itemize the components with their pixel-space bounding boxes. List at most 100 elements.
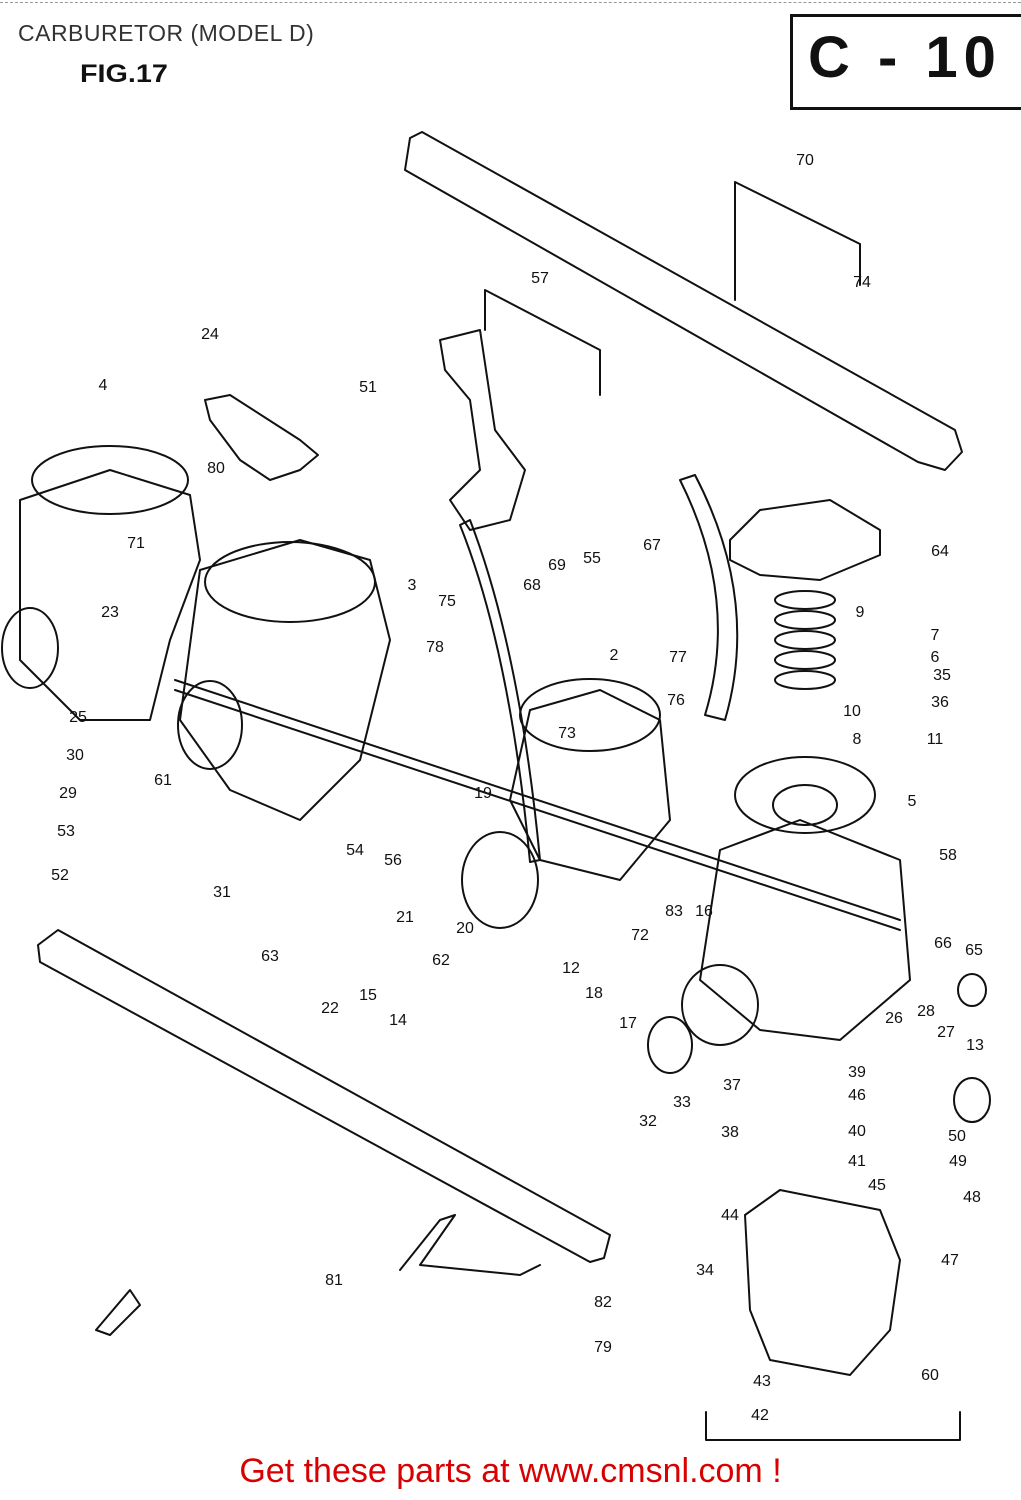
part-label-45: 45 [868,1177,886,1194]
carb-3-bore [177,680,243,770]
part-label-38: 38 [721,1124,739,1141]
part-label-13: 13 [966,1037,984,1054]
part-label-5: 5 [908,793,917,810]
part-label-21: 21 [396,909,414,926]
hose-77 [679,474,739,721]
part-label-77: 77 [669,649,687,666]
part-label-23: 23 [101,604,119,621]
part-label-71: 71 [127,535,145,552]
part-label-37: 37 [723,1077,741,1094]
part-label-6: 6 [931,649,940,666]
carb-2-cap [519,678,661,752]
part-label-15: 15 [359,987,377,1004]
part-label-82: 82 [594,1294,612,1311]
part-label-32: 32 [639,1113,657,1130]
part-label-81: 81 [325,1272,343,1289]
part-label-30: 30 [66,747,84,764]
parts-drawing [1,131,991,1441]
part-label-10: 10 [843,703,861,720]
spring-9 [774,590,836,690]
footer-link[interactable]: Get these parts at www.cmsnl.com ! [239,1452,782,1490]
part-label-79: 79 [594,1339,612,1356]
section-code-box [790,14,1021,110]
diaphragm-5 [734,756,876,834]
cap-13 [953,1077,991,1123]
part-label-24: 24 [201,326,219,343]
leader-70 [734,181,861,301]
part-label-65: 65 [965,942,983,959]
part-label-61: 61 [154,772,172,789]
part-label-39: 39 [848,1064,866,1081]
part-label-3: 3 [408,577,417,594]
spring-wire-81 [399,1214,541,1276]
part-label-62: 62 [432,952,450,969]
pipe-75 [459,519,541,863]
carb-4-body [19,469,201,721]
part-label-18: 18 [585,985,603,1002]
part-label-73: 73 [558,725,576,742]
throttle-shaft-b [174,689,901,931]
part-label-28: 28 [917,1003,935,1020]
part-label-33: 33 [673,1094,691,1111]
piston-5 [772,784,838,826]
part-label-9: 9 [856,604,865,621]
part-label-68: 68 [523,577,541,594]
part-label-51: 51 [359,379,377,396]
part-label-66: 66 [934,935,952,952]
part-label-27: 27 [937,1024,955,1041]
carb-4-bore [1,607,59,689]
carb-3-cap [204,541,376,623]
cap-65 [957,973,987,1007]
part-label-35: 35 [933,667,951,684]
carb-1-body [699,819,911,1041]
carb-1-bore [681,964,759,1046]
part-label-4: 4 [99,377,108,394]
part-label-26: 26 [885,1010,903,1027]
part-label-54: 54 [346,842,364,859]
carb-3-body [179,539,391,821]
part-label-34: 34 [696,1262,714,1279]
figure-number: FIG.17 [80,60,168,88]
part-label-55: 55 [583,550,601,567]
part-label-74: 74 [853,274,871,291]
part-label-70: 70 [796,152,814,169]
part-label-40: 40 [848,1123,866,1140]
part-label-31: 31 [213,884,231,901]
part-label-36: 36 [931,694,949,711]
part-label-29: 29 [59,785,77,802]
top-border [0,2,1021,3]
part-label-60: 60 [921,1367,939,1384]
part-label-53: 53 [57,823,75,840]
part-label-47: 47 [941,1252,959,1269]
part-label-17: 17 [619,1015,637,1032]
part-label-2: 2 [610,647,619,664]
part-label-8: 8 [853,731,862,748]
carb-2-bore [461,831,539,929]
part-label-22: 22 [321,1000,339,1017]
part-label-12: 12 [562,960,580,977]
part-label-50: 50 [948,1128,966,1145]
float-bowl-34 [744,1189,901,1376]
part-label-19: 19 [474,785,492,802]
part-label-67: 67 [643,537,661,554]
linkage-24 [204,394,319,481]
bottom-bracket-rail [37,929,611,1263]
part-label-48: 48 [963,1189,981,1206]
part-label-75: 75 [438,593,456,610]
part-label-14: 14 [389,1012,407,1029]
part-label-41: 41 [848,1153,866,1170]
part-label-76: 76 [667,692,685,709]
part-label-52: 52 [51,867,69,884]
part-label-43: 43 [753,1373,771,1390]
part-label-83: 83 [665,903,683,920]
part-label-56: 56 [384,852,402,869]
part-label-7: 7 [931,627,940,644]
part-label-42: 42 [751,1407,769,1424]
link-bracket-57 [439,329,526,531]
part-label-64: 64 [931,543,949,560]
carb-2-body [509,689,671,881]
part-label-69: 69 [548,557,566,574]
bracket-line-1 [705,1411,961,1441]
part-label-63: 63 [261,948,279,965]
